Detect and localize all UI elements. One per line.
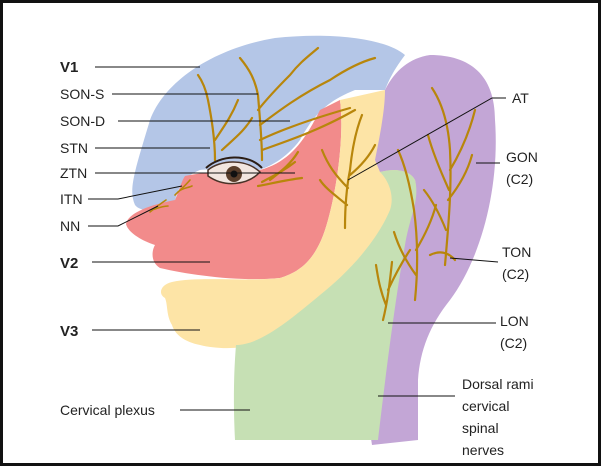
label-nn: NN [60,218,80,234]
label-v1: V1 [60,59,78,76]
label-lon-line2: (C2) [500,335,527,351]
label-gon-line2: (C2) [506,171,533,187]
label-v2: V2 [60,255,78,272]
label-son-d: SON-D [60,113,105,129]
label-dorsal-line4: nerves [462,442,504,458]
label-itn: ITN [60,191,83,207]
label-lon-line1: LON [500,313,529,329]
label-ztn: ZTN [60,165,87,181]
label-ton-line1: TON [502,244,531,260]
label-at: AT [512,90,529,106]
label-v3: V3 [60,323,78,340]
label-ton-line2: (C2) [502,266,529,282]
label-dorsal-line3: spinal [462,420,499,436]
label-gon-line1: GON [506,149,538,165]
label-son-s: SON-S [60,86,104,102]
label-stn: STN [60,140,88,156]
head-nerve-diagram: V1 SON-S SON-D STN ZTN ITN NN V2 V3 Cerv… [3,3,598,463]
label-cervical-plexus: Cervical plexus [60,402,155,418]
label-dorsal-line2: cervical [462,398,509,414]
label-dorsal-line1: Dorsal rami [462,376,534,392]
